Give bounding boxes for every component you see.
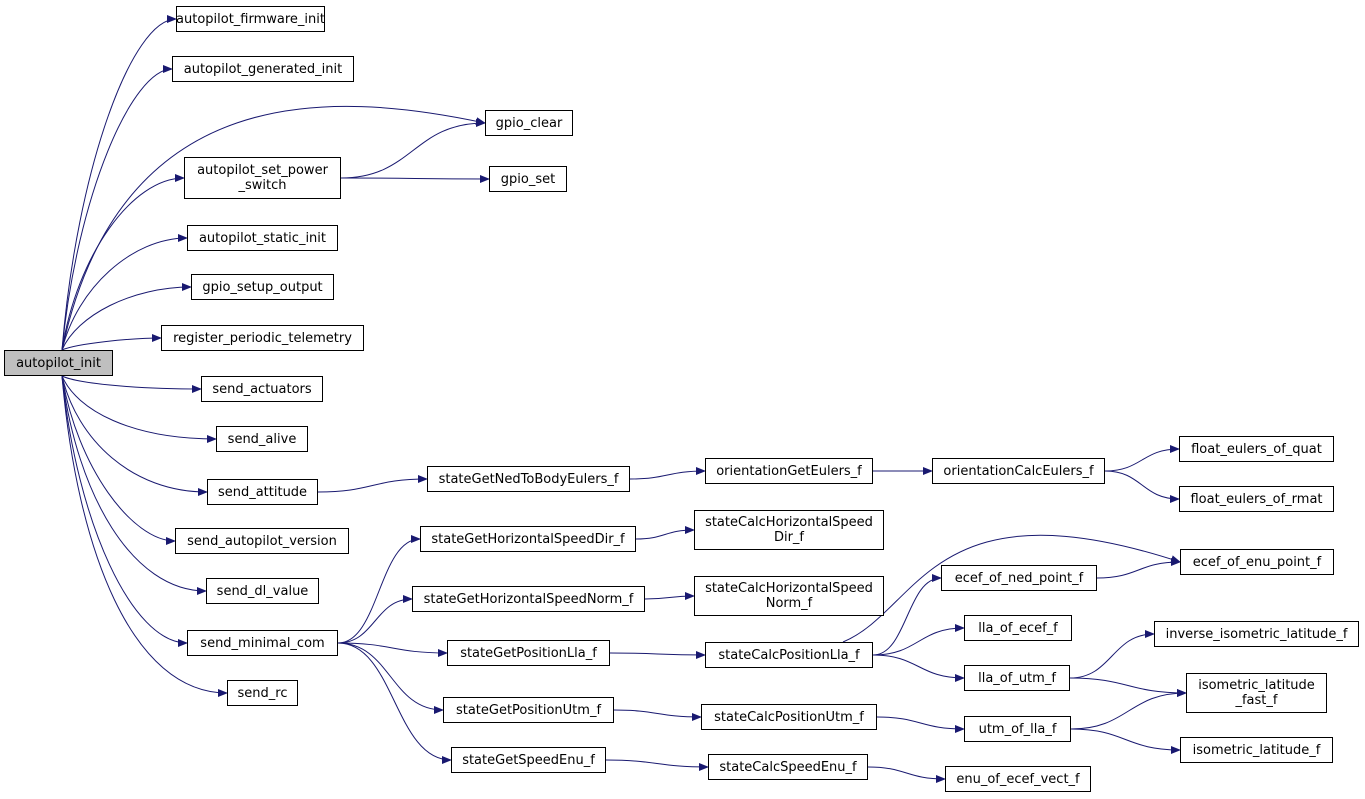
edge-stateGetPositionUtm_f-to-stateCalcPositionUtm_f xyxy=(613,709,702,721)
edge-lla_of_utm_f-to-inverse_isometric_latitude_f xyxy=(1069,630,1155,679)
edge-ecef_of_ned_point_f-to-ecef_of_enu_point_f xyxy=(1096,558,1181,579)
node-ecef-of-ned-point-f[interactable]: ecef_of_ned_point_f xyxy=(941,565,1097,591)
node-stateCalcHorizontalSpeedDir-f[interactable]: stateCalcHorizontalSpeed Dir_f xyxy=(694,510,884,550)
node-inverse-isometric-latitude-f[interactable]: inverse_isometric_latitude_f xyxy=(1154,621,1359,647)
edge-autopilot_init-to-send_actuators xyxy=(61,375,202,393)
node-ecef-of-enu-point-f[interactable]: ecef_of_enu_point_f xyxy=(1180,549,1334,575)
node-stateCalcPositionLla-f[interactable]: stateCalcPositionLla_f xyxy=(705,642,873,668)
edge-send_minimal_com-to-stateGetPositionUtm_f xyxy=(337,642,444,714)
node-orientationCalcEulers-f[interactable]: orientationCalcEulers_f xyxy=(932,458,1105,484)
edge-stateGetNedToBodyEulers_f-to-orientationGetEulers_f xyxy=(629,467,706,480)
node-orientationGetEulers-f[interactable]: orientationGetEulers_f xyxy=(705,458,873,484)
edge-send_minimal_com-to-stateGetSpeedEnu_f xyxy=(337,642,452,764)
edge-autopilot_init-to-autopilot_firmware_init xyxy=(61,15,177,351)
edge-orientationCalcEulers_f-to-float_eulers_of_quat xyxy=(1104,445,1180,472)
edge-autopilot_init-to-send_minimal_com xyxy=(61,375,188,647)
edge-autopilot_set_power_switch-to-gpio_clear xyxy=(340,119,486,179)
edge-stateCalcPositionLla_f-to-ecef_of_ned_point_f xyxy=(872,574,942,656)
edge-stateCalcPositionLla_f-to-lla_of_utm_f xyxy=(872,654,965,682)
edge-stateCalcPositionUtm_f-to-utm_of_lla_f xyxy=(876,716,965,733)
node-stateGetPositionUtm-f[interactable]: stateGetPositionUtm_f xyxy=(443,697,614,723)
node-stateGetPositionLla-f[interactable]: stateGetPositionLla_f xyxy=(447,640,610,666)
edge-autopilot_init-to-autopilot_generated_init xyxy=(61,65,173,351)
node-isometric-latitude-fast-f[interactable]: isometric_latitude _fast_f xyxy=(1186,673,1327,713)
node-autopilot-set-power-switch[interactable]: autopilot_set_power _switch xyxy=(184,157,341,199)
node-stateGetHorizontalSpeedNorm-f[interactable]: stateGetHorizontalSpeedNorm_f xyxy=(412,586,645,612)
edge-autopilot_init-to-gpio_setup_output xyxy=(61,283,192,351)
node-float-eulers-of-quat[interactable]: float_eulers_of_quat xyxy=(1179,436,1334,462)
node-stateCalcHorizontalSpeedNorm-f[interactable]: stateCalcHorizontalSpeed Norm_f xyxy=(694,576,884,616)
node-gpio-set[interactable]: gpio_set xyxy=(489,166,567,192)
edge-stateGetHorizontalSpeedNorm_f-to-stateCalcHorizontalSpeedNorm_f xyxy=(644,592,695,601)
node-send-minimal-com[interactable]: send_minimal_com xyxy=(187,630,338,656)
node-gpio-clear[interactable]: gpio_clear xyxy=(485,110,573,136)
node-send-actuators[interactable]: send_actuators xyxy=(201,376,323,402)
node-autopilot-init[interactable]: autopilot_init xyxy=(4,350,113,376)
edge-lla_of_utm_f-to-isometric_latitude_fast_f xyxy=(1069,677,1187,697)
node-send-alive[interactable]: send_alive xyxy=(216,426,308,452)
edge-stateGetHorizontalSpeedDir_f-to-stateCalcHorizontalSpeedDir_f xyxy=(635,526,695,540)
node-enu-of-ecef-vect-f[interactable]: enu_of_ecef_vect_f xyxy=(945,766,1091,792)
edge-autopilot_init-to-autopilot_static_init xyxy=(61,234,188,351)
node-stateCalcPositionUtm-f[interactable]: stateCalcPositionUtm_f xyxy=(701,704,877,730)
node-stateGetNedToBodyEulers-f[interactable]: stateGetNedToBodyEulers_f xyxy=(427,466,630,492)
node-utm-of-lla-f[interactable]: utm_of_lla_f xyxy=(964,716,1071,742)
node-send-rc[interactable]: send_rc xyxy=(227,680,298,706)
edge-autopilot_init-to-send_autopilot_version xyxy=(61,375,176,545)
edge-stateGetSpeedEnu_f-to-stateCalcSpeedEnu_f xyxy=(605,759,709,771)
node-lla-of-utm-f[interactable]: lla_of_utm_f xyxy=(964,665,1070,691)
node-stateGetSpeedEnu-f[interactable]: stateGetSpeedEnu_f xyxy=(451,747,606,773)
edge-autopilot_init-to-send_attitude xyxy=(61,375,208,496)
node-stateGetHorizontalSpeedDir-f[interactable]: stateGetHorizontalSpeedDir_f xyxy=(420,526,636,552)
edge-autopilot_set_power_switch-to-gpio_set xyxy=(340,174,490,183)
node-send-dl-value[interactable]: send_dl_value xyxy=(206,578,319,604)
edge-send_minimal_com-to-stateGetHorizontalSpeedNorm_f xyxy=(337,595,413,644)
edge-send_minimal_com-to-stateGetPositionLla_f xyxy=(337,642,448,657)
edge-stateCalcPositionLla_f-to-lla_of_ecef_f xyxy=(872,624,965,656)
node-autopilot-firmware-init[interactable]: autopilot_firmware_init xyxy=(176,6,325,32)
node-lla-of-ecef-f[interactable]: lla_of_ecef_f xyxy=(964,615,1072,641)
node-register-periodic-telemetry[interactable]: register_periodic_telemetry xyxy=(161,325,364,351)
edge-send_attitude-to-stateGetNedToBodyEulers_f xyxy=(317,475,428,493)
edge-autopilot_init-to-register_periodic_telemetry xyxy=(61,334,162,351)
edge-utm_of_lla_f-to-isometric_latitude_fast_f xyxy=(1070,689,1187,730)
node-send-attitude[interactable]: send_attitude xyxy=(207,479,318,505)
edge-stateCalcPositionLla_f-to-ecef_of_enu_point_f xyxy=(842,534,1181,643)
edge-send_minimal_com-to-stateGetHorizontalSpeedDir_f xyxy=(337,535,421,644)
edge-orientationCalcEulers_f-to-float_eulers_of_rmat xyxy=(1104,470,1180,503)
node-send-autopilot-version[interactable]: send_autopilot_version xyxy=(175,528,349,554)
node-stateCalcSpeedEnu-f[interactable]: stateCalcSpeedEnu_f xyxy=(708,754,868,780)
edge-stateCalcSpeedEnu_f-to-enu_of_ecef_vect_f xyxy=(867,766,946,783)
edge-autopilot_init-to-send_alive xyxy=(61,375,217,443)
edge-autopilot_init-to-send_rc xyxy=(61,375,228,697)
edge-autopilot_init-to-gpio_clear xyxy=(61,105,486,351)
edge-utm_of_lla_f-to-isometric_latitude_f xyxy=(1070,728,1181,754)
node-float-eulers-of-rmat[interactable]: float_eulers_of_rmat xyxy=(1179,486,1334,512)
node-gpio-setup-output[interactable]: gpio_setup_output xyxy=(191,274,334,300)
edge-autopilot_init-to-autopilot_set_power_switch xyxy=(61,174,185,351)
node-isometric-latitude-f[interactable]: isometric_latitude_f xyxy=(1180,737,1333,763)
node-autopilot-static-init[interactable]: autopilot_static_init xyxy=(187,225,338,251)
edge-stateGetPositionLla_f-to-stateCalcPositionLla_f xyxy=(609,650,706,659)
edge-autopilot_init-to-send_dl_value xyxy=(61,375,207,595)
node-autopilot-generated-init[interactable]: autopilot_generated_init xyxy=(172,56,354,82)
